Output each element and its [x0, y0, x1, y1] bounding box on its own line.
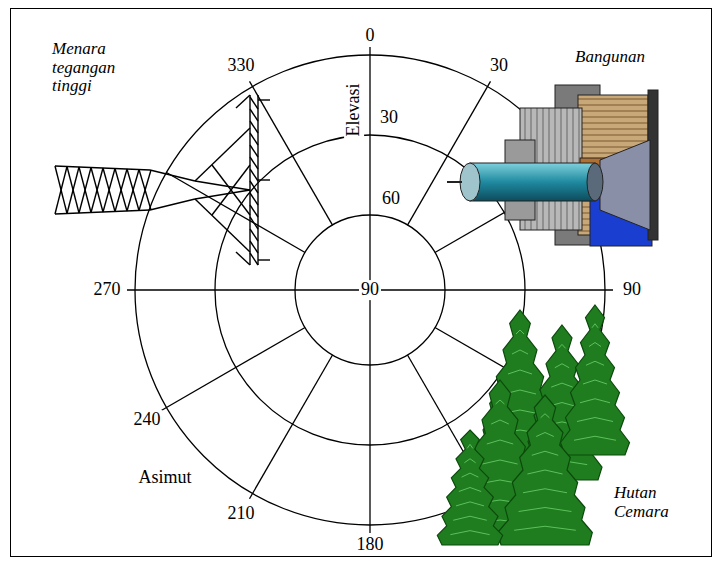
azimuth-spoke	[408, 81, 491, 225]
tree-texture	[541, 414, 550, 418]
azimuth-spoke	[161, 328, 305, 411]
tree-texture	[527, 470, 562, 474]
tree-texture	[592, 324, 598, 328]
object-label: Menara tegangan tinggi	[50, 40, 142, 96]
azimuth-number: 240	[132, 410, 163, 430]
elevation-number: 30	[378, 108, 400, 128]
tower-illustration	[55, 95, 270, 265]
tree-texture	[491, 420, 509, 424]
tree-texture	[519, 508, 572, 512]
tree-texture	[532, 451, 558, 455]
tree-texture	[482, 460, 517, 464]
building-illustration	[447, 85, 658, 246]
elevation-number: 60	[380, 189, 402, 209]
axis-title: Elevasi	[344, 82, 364, 139]
tree-texture	[464, 459, 475, 463]
elevation-number: 90	[359, 280, 381, 300]
tree-texture	[496, 400, 505, 404]
tree	[437, 430, 502, 545]
tree	[498, 395, 593, 545]
tree-texture	[551, 383, 573, 387]
tree-texture	[583, 380, 607, 384]
tree-texture	[577, 418, 613, 422]
tree-texture	[523, 489, 567, 493]
azimuth-spoke	[250, 81, 333, 225]
tree-texture	[574, 436, 616, 440]
tree-texture	[514, 526, 576, 530]
tree-texture	[555, 364, 569, 368]
object-label: Hutan Cemara	[612, 484, 688, 521]
tree-texture	[462, 473, 479, 477]
tree-texture	[580, 399, 610, 403]
azimuth-number: 0	[364, 26, 377, 46]
tree-texture	[558, 344, 565, 348]
forest-illustration	[437, 305, 629, 545]
azimuth-number: 180	[355, 535, 386, 555]
tree-texture	[456, 502, 484, 506]
azimuth-number: 270	[92, 280, 123, 300]
axis-title: Asimut	[136, 468, 193, 488]
azimuth-number: 30	[488, 56, 510, 76]
tree-texture	[487, 440, 513, 444]
azimuth-spoke	[250, 355, 333, 499]
tree-texture	[512, 350, 528, 354]
tree-texture	[586, 361, 604, 365]
tree-texture	[453, 516, 487, 520]
tree-texture	[536, 433, 554, 437]
tree-texture	[589, 343, 601, 347]
azimuth-number: 330	[226, 56, 257, 76]
tree-texture	[516, 330, 524, 334]
tree-texture	[450, 531, 489, 535]
azimuth-number: 210	[226, 504, 257, 524]
tree-texture	[467, 444, 473, 448]
tree	[561, 305, 630, 455]
frame	[11, 9, 712, 557]
azimuth-number: 90	[621, 280, 643, 300]
tree-texture	[459, 488, 481, 492]
object-label: Bangunan	[573, 48, 647, 67]
tree-texture	[508, 370, 532, 374]
